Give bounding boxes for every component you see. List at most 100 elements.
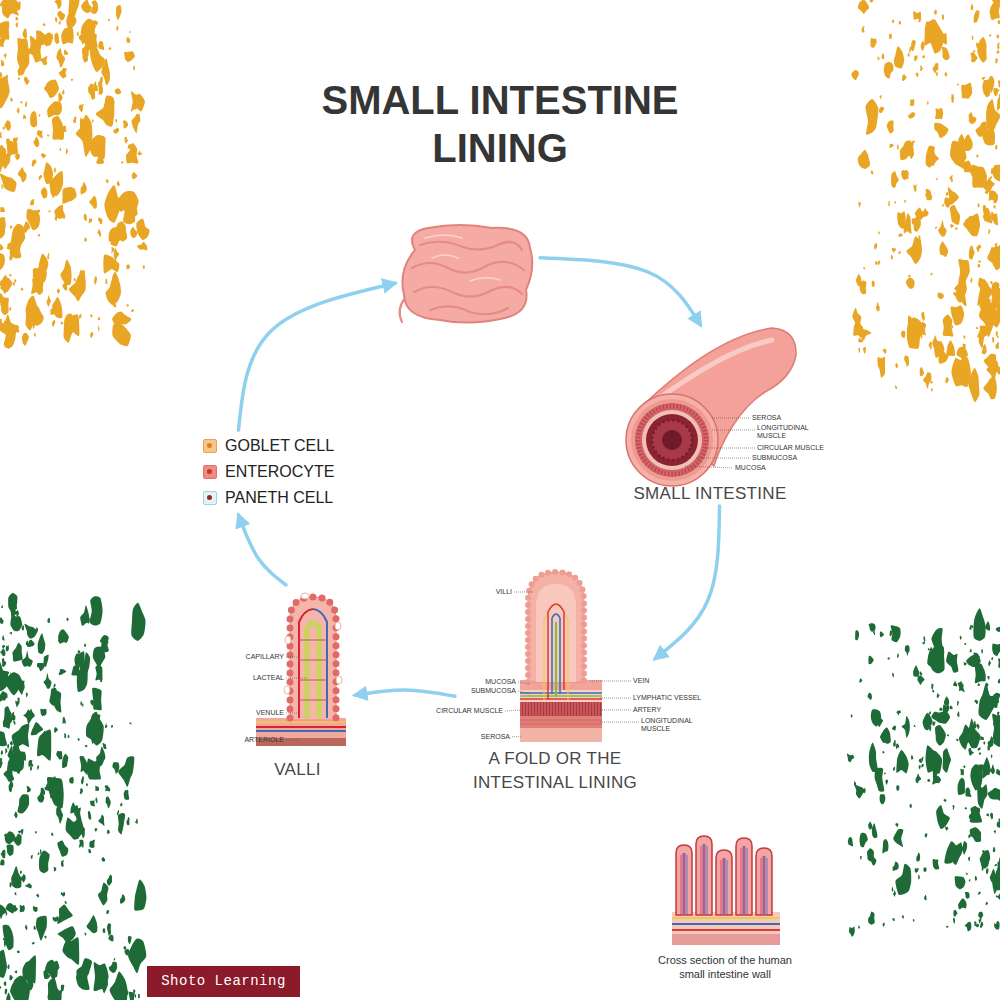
paint-splatter — [992, 644, 1000, 657]
paint-splatter — [997, 821, 1000, 828]
paint-splatter — [107, 830, 110, 834]
paint-splatter — [66, 148, 68, 155]
paint-splatter — [78, 738, 80, 741]
villus-art — [284, 593, 342, 694]
paint-splatter — [848, 837, 853, 846]
paint-splatter — [920, 66, 923, 72]
paint-splatter — [936, 72, 938, 76]
paint-splatter — [884, 772, 886, 774]
paint-splatter — [923, 867, 926, 872]
cross-section-art — [703, 844, 706, 915]
paint-splatter — [52, 320, 55, 327]
paint-splatter — [964, 922, 971, 932]
paint-splatter — [910, 99, 914, 106]
paint-splatter — [969, 879, 971, 882]
paint-splatter — [904, 355, 909, 366]
paint-splatter — [111, 110, 113, 115]
paint-splatter — [26, 693, 28, 698]
paint-splatter — [978, 260, 981, 262]
paint-splatter — [973, 608, 985, 641]
paint-splatter — [94, 828, 97, 832]
intestine-coil-art — [412, 262, 524, 273]
paint-splatter — [0, 217, 6, 228]
paint-splatter — [923, 372, 931, 389]
paint-splatter — [28, 760, 32, 767]
paint-splatter — [863, 788, 865, 793]
paint-splatter — [59, 148, 61, 151]
paint-splatter — [3, 275, 7, 282]
paint-splatter — [18, 167, 27, 182]
paint-splatter — [65, 284, 67, 287]
paint-splatter — [69, 274, 86, 302]
paint-splatter — [977, 724, 980, 729]
paint-splatter — [39, 114, 41, 117]
paint-splatter — [114, 958, 116, 961]
paint-splatter — [977, 37, 986, 62]
legend-swatch — [203, 465, 217, 479]
paint-splatter — [7, 744, 9, 749]
paint-splatter — [895, 385, 897, 389]
paint-splatter — [25, 883, 32, 888]
paint-splatter — [979, 753, 982, 755]
paint-splatter — [993, 124, 996, 129]
paint-splatter — [112, 966, 114, 970]
paint-splatter — [955, 876, 966, 889]
paint-splatter — [965, 787, 971, 797]
paint-splatter — [73, 116, 76, 123]
paint-splatter — [969, 112, 977, 124]
paint-splatter — [124, 51, 135, 62]
paint-splatter — [993, 205, 996, 209]
paint-splatter — [29, 640, 35, 648]
paint-splatter — [883, 728, 891, 744]
paint-splatter — [922, 208, 928, 217]
cross-section-art — [716, 850, 732, 915]
paint-splatter — [935, 62, 938, 68]
paint-splatter — [935, 633, 938, 640]
cross-section-art — [668, 826, 784, 948]
paint-splatter — [906, 278, 915, 289]
paint-splatter — [91, 0, 98, 14]
paint-splatter — [0, 904, 2, 911]
paint-splatter — [60, 259, 71, 285]
leader-lines — [505, 710, 522, 711]
paint-splatter — [33, 267, 47, 284]
paint-splatter — [971, 3, 974, 10]
paint-splatter — [85, 22, 87, 26]
intestine-coil-art — [400, 242, 524, 322]
paint-splatter — [75, 806, 77, 809]
legend-text: ENTEROCYTE — [225, 463, 334, 481]
paint-splatter — [893, 767, 895, 771]
paint-splatter — [101, 978, 108, 993]
stage-node: VALLI — [240, 585, 355, 782]
paint-splatter — [31, 855, 33, 859]
paint-splatter — [36, 627, 38, 631]
paint-splatter — [924, 895, 927, 901]
paint-splatter — [30, 111, 37, 128]
paint-splatter — [897, 144, 899, 150]
part-label: MUCOSA — [446, 678, 516, 686]
paint-splatter — [53, 867, 56, 871]
paint-splatter — [98, 229, 100, 234]
paint-splatter — [892, 918, 894, 921]
paint-splatter — [986, 868, 988, 874]
paint-splatter — [851, 70, 858, 80]
paint-splatter — [4, 153, 6, 156]
paint-splatter — [7, 845, 14, 856]
paint-splatter — [13, 643, 23, 662]
paint-splatter — [106, 179, 109, 183]
paint-splatter — [106, 910, 109, 914]
paint-splatter — [43, 673, 51, 689]
paint-splatter — [998, 818, 1000, 821]
paint-splatter — [0, 91, 5, 106]
paint-splatter — [937, 293, 943, 300]
paint-splatter — [1, 850, 6, 858]
paint-splatter — [882, 839, 888, 853]
intestine-tube-art — [626, 328, 796, 486]
paint-splatter — [22, 680, 24, 683]
paint-splatter — [968, 748, 973, 756]
part-label: SEROSA — [752, 414, 802, 422]
paint-splatter — [982, 850, 985, 853]
paint-splatter — [931, 684, 933, 690]
paint-splatter — [81, 0, 91, 13]
